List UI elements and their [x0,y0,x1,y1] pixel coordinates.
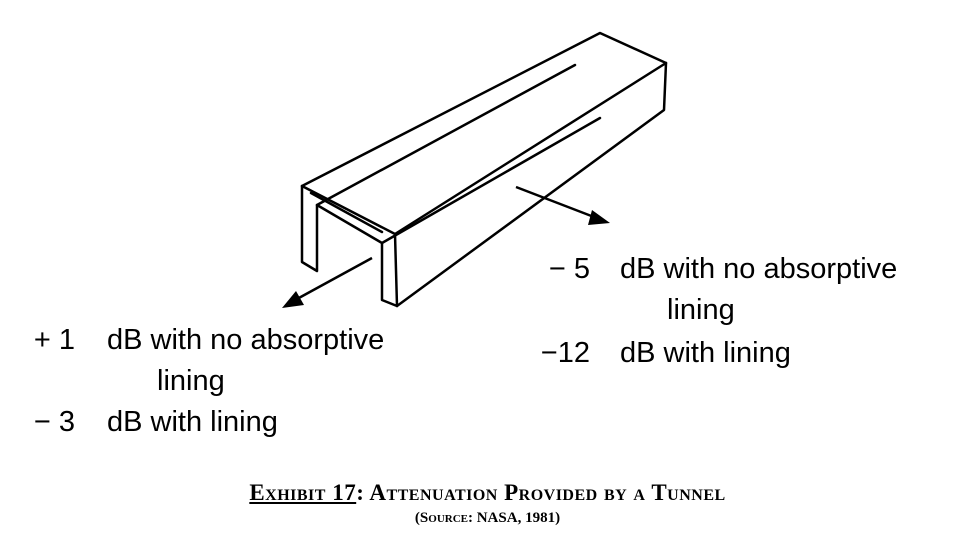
right-value-3: −12 [540,337,590,369]
right-text-1: dB with no absorptive [620,253,898,285]
left-arrow [282,256,373,308]
right-arrow [515,185,610,225]
tunnel-inner-edge [309,191,384,234]
right-value-1: − 5 [548,253,590,285]
tunnel-top-back-edge [300,31,668,188]
right-text-2: lining [667,294,735,326]
tunnel-inner-floor [380,116,602,245]
left-value-3: − 3 [33,406,75,438]
caption-title-text: : Attenuation Provided by a Tunnel [356,480,726,505]
caption-exhibit: Exhibit 17 [249,480,357,505]
tunnel-top-right-edge [393,61,668,308]
right-text-3: dB with lining [620,337,791,369]
tunnel-inner-back-edge [315,63,577,207]
left-value-1: + 1 [33,324,75,356]
left-text-3: dB with lining [107,406,278,438]
caption-title: Exhibit 17: Attenuation Provided by a Tu… [0,480,975,506]
caption-source: (Source: NASA, 1981) [414,510,561,526]
left-text-1: dB with no absorptive [107,324,385,356]
left-text-2: lining [157,365,225,397]
